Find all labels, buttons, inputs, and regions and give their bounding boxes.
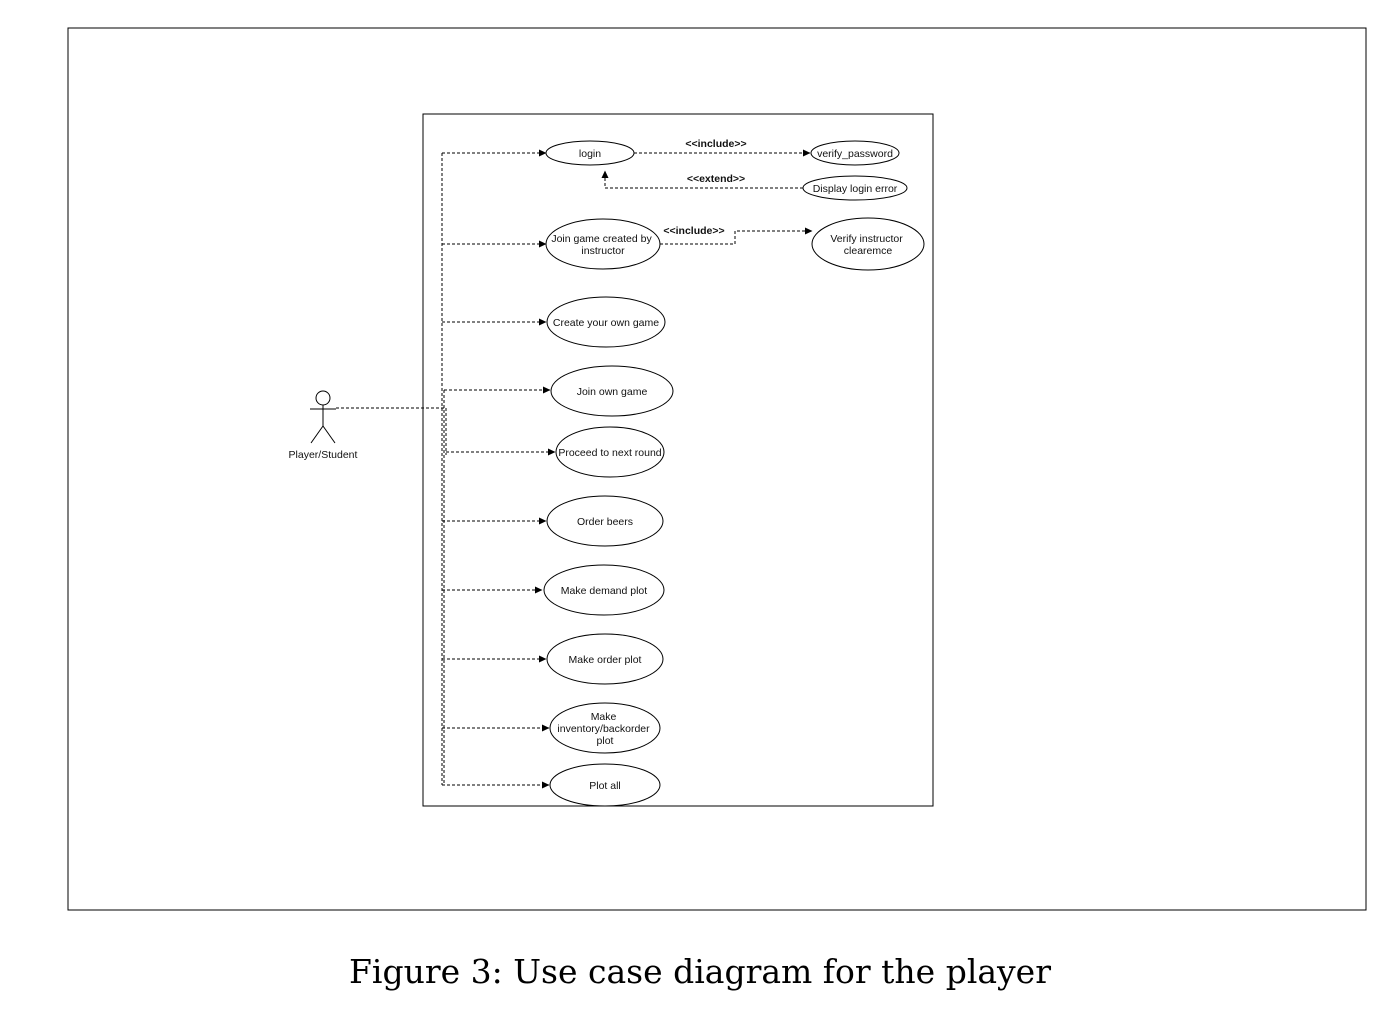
use-case-label: Join game created by instructor	[551, 233, 654, 257]
relation-include-instructor: <<include>>	[660, 225, 813, 245]
use-case-ellipse	[555, 426, 665, 478]
actor-right-leg	[322, 425, 336, 444]
relation-include-password: <<include>>	[634, 138, 811, 157]
use-case-label: Create your own game	[553, 317, 659, 329]
use-case-join-own-game: Join own game	[550, 365, 674, 417]
include-label: <<include>>	[663, 225, 724, 237]
outer-frame	[67, 27, 1367, 911]
use-case-label: Make order plot	[569, 654, 642, 666]
use-case-proceed-next-round: Proceed to next round	[555, 426, 665, 478]
use-case-ellipse	[550, 365, 674, 417]
use-case-order-beers: Order beers	[546, 495, 664, 547]
include-arrow	[660, 227, 813, 245]
use-case-label: Proceed to next round	[558, 447, 661, 459]
use-case-ellipse	[543, 564, 665, 616]
use-case-label: Verify instructor clearemce	[830, 233, 905, 257]
use-case-ellipse	[549, 702, 661, 754]
use-case-verify-instructor: Verify instructor clearemce	[811, 217, 925, 271]
extend-arrow	[601, 170, 803, 189]
use-case-label: Make demand plot	[561, 585, 647, 597]
use-case-plot-all: Plot all	[549, 763, 661, 807]
actor-player-student: Player/Student	[289, 390, 358, 461]
include-label: <<include>>	[685, 138, 746, 150]
use-case-make-demand-plot: Make demand plot	[543, 564, 665, 616]
use-case-ellipse	[546, 495, 664, 547]
use-case-make-inventory-plot: Make inventory/backorder plot	[549, 702, 661, 754]
use-case-ellipse	[546, 296, 666, 348]
system-boundary	[422, 113, 934, 807]
use-case-label: Join own game	[577, 386, 648, 398]
actor-left-leg	[310, 425, 324, 444]
use-case-label: Display login error	[813, 183, 898, 195]
use-case-create-own-game: Create your own game	[546, 296, 666, 348]
use-case-login: login	[545, 140, 635, 166]
actor-label: Player/Student	[289, 449, 358, 461]
actor-connectors	[336, 149, 556, 789]
use-case-display-login-error: Display login error	[802, 175, 908, 201]
use-case-label: verify_password	[817, 148, 893, 160]
use-case-ellipse	[549, 763, 661, 807]
use-case-join-instructor-game: Join game created by instructor	[545, 218, 661, 270]
use-case-verify-password: verify_password	[810, 140, 900, 166]
use-case-ellipse	[546, 633, 664, 685]
use-case-label: Plot all	[589, 780, 621, 792]
use-case-ellipse	[810, 140, 900, 166]
figure-caption: Figure 3: Use case diagram for the playe…	[349, 952, 1051, 991]
use-case-label: Order beers	[577, 516, 633, 528]
actor-head	[315, 390, 331, 406]
use-case-label: Make inventory/backorder plot	[557, 711, 652, 747]
use-case-label: login	[579, 148, 601, 160]
use-case-ellipse	[811, 217, 925, 271]
extend-label: <<extend>>	[687, 173, 745, 185]
use-case-make-order-plot: Make order plot	[546, 633, 664, 685]
relation-extend-error: <<extend>>	[601, 170, 803, 189]
